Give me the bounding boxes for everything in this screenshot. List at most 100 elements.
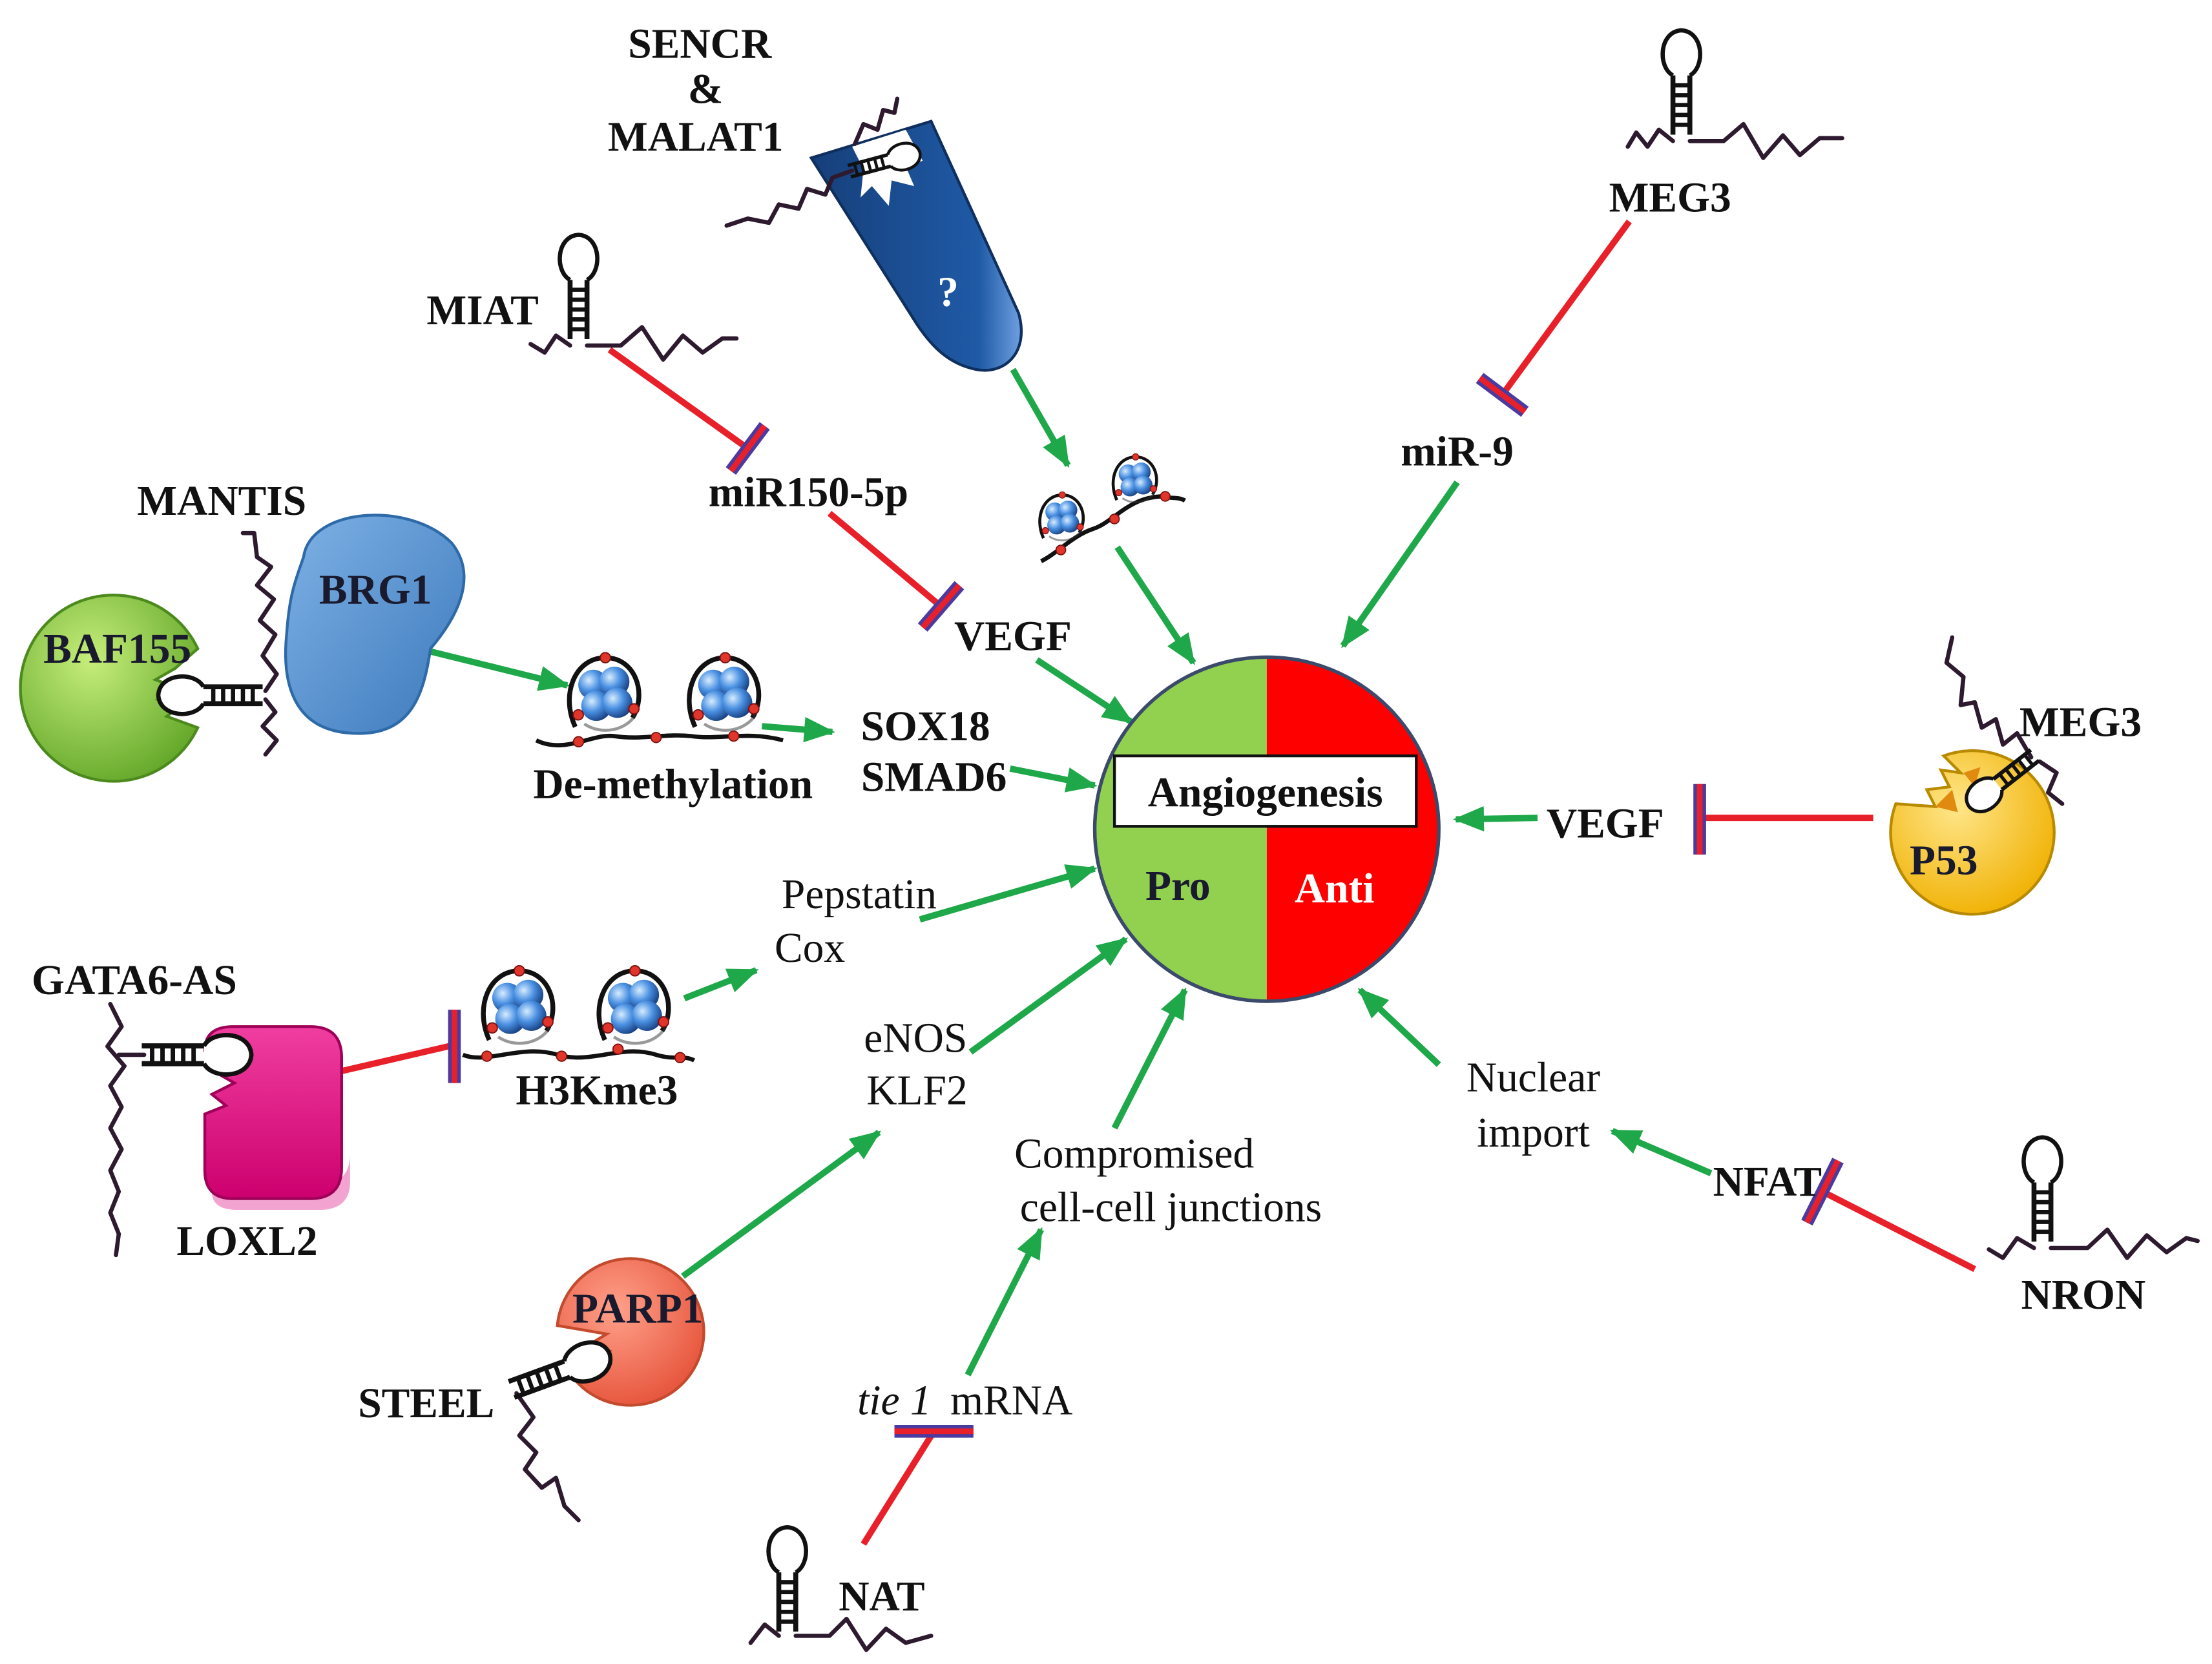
label-miat: MIAT: [426, 287, 538, 334]
label-steel: STEEL: [358, 1380, 494, 1427]
parp1-steel-complex: PARP1 STEEL: [358, 1257, 705, 1523]
rna-hairpin-icon: [1663, 30, 1700, 135]
inhibit-meg3-mir9: [1476, 219, 1632, 417]
inhibit-mir150-vegf: [827, 510, 965, 632]
meg3-top-rna: MEG3: [1609, 30, 1844, 221]
arrow-tie1-to-junctions: [965, 1227, 1044, 1377]
arrow-h3kme3-to-pepstatin: [683, 967, 759, 1002]
rna-tail-icon: [853, 96, 900, 146]
p53-meg3-complex: MEG3 P53: [1889, 635, 2142, 916]
brg1-protein-icon: [284, 514, 466, 735]
chromatin-small: [1040, 453, 1186, 563]
label-h3kme3: H3Kme3: [516, 1067, 678, 1114]
label-meg3-right: MEG3: [2019, 700, 2142, 746]
rna-tail-icon: [240, 530, 279, 693]
arrow-brg1-to-chromatin: [430, 648, 570, 691]
parp1-protein-icon: [556, 1257, 705, 1407]
label-nuclear-line2: import: [1477, 1110, 1590, 1156]
label-anti: Anti: [1295, 866, 1375, 912]
label-brg1: BRG1: [319, 567, 432, 613]
angiogenesis-title: Angiogenesis: [1148, 770, 1383, 816]
arrow-vegf-right-to-angiogenesis: [1453, 806, 1538, 832]
rna-hairpin-icon: [158, 676, 263, 714]
nron-rna: NRON: [1987, 1138, 2200, 1318]
inhibit-miat-mir150: [607, 347, 770, 475]
arrow-nuclear-import-to-angiogenesis: [1357, 987, 1441, 1067]
arrow-junctions-to-angiogenesis: [1111, 987, 1188, 1130]
p53-protein-icon: [1889, 749, 2056, 916]
unknown-partner-label: ?: [937, 269, 959, 316]
label-loxl2: LOXL2: [176, 1218, 317, 1265]
rna-tail-icon: [514, 1391, 581, 1523]
label-malat1: MALAT1: [608, 114, 784, 161]
gata6as-loxl2-complex: GATA6-AS LOXL2: [32, 957, 350, 1265]
arrow-nfat-to-nuclear-import: [1609, 1128, 1713, 1176]
baf155-protein-icon: [19, 594, 200, 783]
label-sencr: SENCR: [628, 21, 772, 68]
label-klf2: KLF2: [866, 1067, 967, 1114]
miat-rna: MIAT: [426, 234, 739, 362]
label-demethylation: De-methylation: [533, 762, 813, 808]
label-junctions-line1: Compromised: [1014, 1131, 1254, 1178]
label-mantis: MANTIS: [137, 478, 306, 525]
rna-tail-icon: [724, 168, 855, 228]
label-cox: Cox: [775, 925, 845, 972]
arrow-sox18-to-angiogenesis: [1009, 765, 1098, 793]
nucleosome-icon: [1113, 453, 1156, 502]
label-parp1: PARP1: [572, 1286, 703, 1333]
label-tie1-mrna: tie 1 mRNA: [857, 1378, 1072, 1424]
arrow-sencr-to-chromatin: [1010, 368, 1071, 468]
label-ampersand: &: [688, 66, 724, 112]
rna-hairpin-icon: [2024, 1138, 2061, 1242]
nucleosome-icon: [483, 966, 553, 1043]
inhibit-nron-nfat: [1801, 1158, 1976, 1273]
arrow-chromatin-to-sox18: [761, 716, 835, 743]
label-junctions-line2: cell-cell junctions: [1020, 1185, 1322, 1231]
label-p53: P53: [1910, 837, 1978, 884]
label-meg3-top: MEG3: [1609, 174, 1731, 221]
nucleosome-icon: [569, 652, 639, 730]
label-mir9: miR-9: [1401, 428, 1514, 475]
chromatin-demethylation: De-methylation: [533, 652, 813, 808]
chromatin-h3kme3: H3Kme3: [462, 966, 696, 1114]
activation-arrows: [430, 368, 1713, 1377]
arrow-pepstatin-to-angiogenesis: [919, 864, 1098, 923]
nat-rna: NAT: [748, 1527, 934, 1652]
label-pro: Pro: [1145, 863, 1211, 910]
label-tie1-gene: tie 1: [857, 1378, 932, 1424]
rna-tail-icon: [105, 1002, 127, 1258]
label-baf155: BAF155: [43, 626, 191, 672]
arrow-chromatin-to-angiogenesis: [1114, 545, 1196, 665]
label-nron: NRON: [2021, 1272, 2145, 1318]
nucleosome-icon: [599, 966, 669, 1043]
rna-hairpin-icon: [769, 1527, 806, 1632]
inhibit-nat-tie1: [861, 1424, 974, 1546]
mantis-complex: MANTIS BRG1 BAF155: [19, 478, 466, 783]
arrow-vegf-to-angiogenesis: [1035, 657, 1134, 725]
arrow-mir9-to-angiogenesis: [1340, 480, 1460, 649]
label-enos: eNOS: [864, 1015, 967, 1062]
rna-tail-icon: [2037, 759, 2065, 806]
arrow-parp1-to-enos: [681, 1130, 882, 1279]
inhibit-p53-vegf: [1693, 784, 1873, 855]
label-mir150: miR150-5p: [709, 470, 908, 516]
label-nat: NAT: [839, 1574, 924, 1620]
label-pepstatin: Pepstatin: [782, 871, 937, 918]
label-smad6: SMAD6: [861, 754, 1007, 801]
rna-hairpin-icon: [141, 1035, 251, 1074]
arrow-enos-to-angiogenesis: [968, 936, 1129, 1055]
label-vegf-left: VEGF: [954, 613, 1072, 660]
inhibition-lines: [338, 219, 1976, 1546]
angiogenesis-title-box: [1112, 754, 1418, 828]
label-sox18: SOX18: [861, 703, 990, 750]
label-tie1-suffix: mRNA: [950, 1378, 1072, 1424]
nucleosome-icon: [1040, 492, 1083, 540]
inhibit-loxl2-h3kme3: [338, 1010, 461, 1083]
pro-half: [1094, 657, 1267, 1001]
anti-half: [1266, 657, 1439, 1001]
nucleosome-icon: [689, 652, 759, 730]
label-nuclear-line1: Nuclear: [1466, 1055, 1600, 1101]
label-gata6-as: GATA6-AS: [32, 957, 237, 1004]
rna-tail-icon: [1944, 635, 2034, 760]
